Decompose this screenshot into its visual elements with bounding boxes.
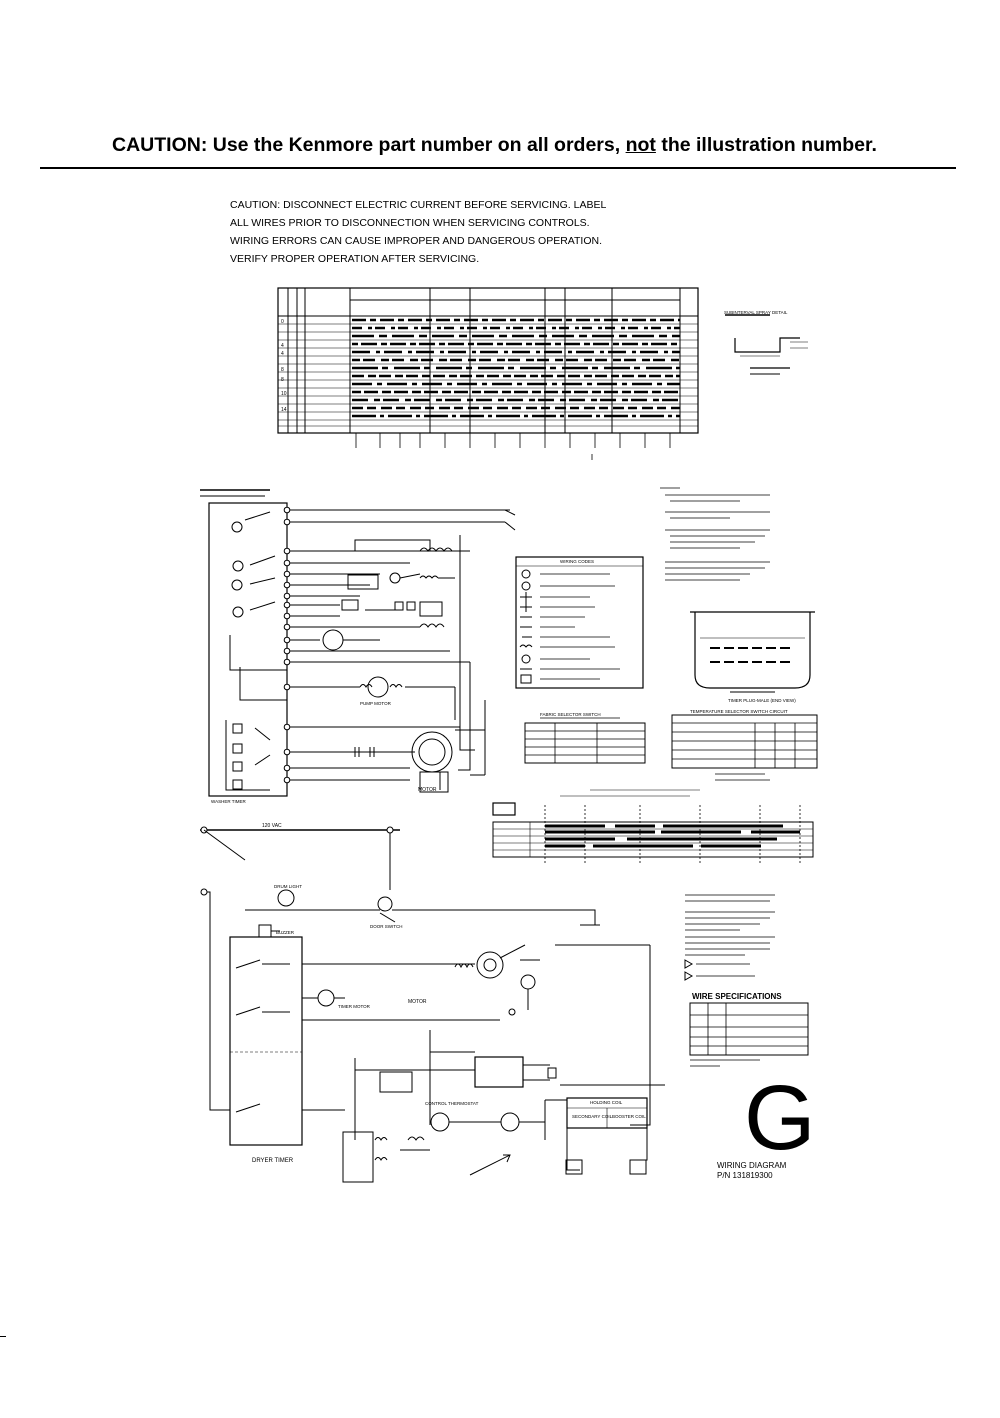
- wire-spec-title: WIRE SPECIFICATIONS: [692, 992, 782, 1001]
- subinterval-label: SUBINTERVAL SPRAY DETAIL: [724, 310, 788, 315]
- volt-label: 120 VAC: [262, 823, 282, 829]
- svg-text:14: 14: [281, 407, 287, 413]
- timer-motor-label: TIMER MOTOR: [338, 1004, 371, 1009]
- holding-coil-label: HOLDING COIL: [590, 1100, 623, 1105]
- fabric-selector-title: FABRIC SELECTOR SWITCH: [540, 712, 601, 717]
- svg-text:0: 0: [281, 319, 284, 325]
- wiring-diagram-part-number: P/N 131819300: [717, 1171, 773, 1180]
- dryer-motor-label: MOTOR: [408, 999, 427, 1005]
- service-caution-line-2: ALL WIRES PRIOR TO DISCONNECTION WHEN SE…: [230, 217, 590, 229]
- svg-text:4: 4: [281, 351, 284, 357]
- temperature-selector-table: [671, 714, 818, 781]
- wiring-diagram-title: WIRING DIAGRAM P/N 131819300: [717, 1161, 786, 1181]
- wire-specifications-table: [689, 1002, 809, 1067]
- wiring-codes-legend: [515, 556, 644, 689]
- wiring-codes-title: WIRING CODES: [560, 559, 594, 564]
- door-switch-label: DOOR SWITCH: [370, 924, 403, 929]
- header-rule: [40, 167, 956, 169]
- pump-motor-label: PUMP MOTOR: [360, 701, 392, 706]
- wiring-diagram-title-line-1: WIRING DIAGRAM: [717, 1161, 787, 1170]
- svg-text:8: 8: [281, 367, 284, 373]
- svg-text:8: 8: [281, 377, 284, 383]
- control-thermostat-label: CONTROL THERMOSTAT: [425, 1101, 479, 1106]
- booster-coil-label: BOOSTER COIL: [612, 1114, 646, 1119]
- caution-not: not: [625, 134, 656, 156]
- caution-suffix: the illustration number.: [655, 134, 877, 156]
- timer-sequence-chart: 0 4 4 8 8 10 14: [277, 287, 699, 460]
- caution-prefix: CAUTION: Use the Kenmore part number on …: [112, 134, 626, 156]
- washer-timer-label: WASHER TIMER: [211, 799, 247, 804]
- dryer-schematic: [200, 826, 665, 1183]
- dryer-notes: [684, 894, 775, 981]
- dryer-timer-label: DRYER TIMER: [252, 1158, 294, 1164]
- temperature-selector-title: TEMPERATURE SELECTOR SWITCH CIRCUIT: [690, 709, 788, 714]
- notes-block: [660, 487, 770, 581]
- washer-motor-label: MOTOR: [418, 787, 437, 793]
- svg-text:4: 4: [281, 343, 284, 349]
- fabric-selector-table: [524, 717, 646, 764]
- svg-text:10: 10: [281, 391, 287, 397]
- subinterval-spray-detail: [725, 314, 808, 375]
- service-caution-line-4: VERIFY PROPER OPERATION AFTER SERVICING.: [230, 253, 480, 265]
- washer-schematic: [200, 489, 516, 797]
- service-caution: CAUTION: DISCONNECT ELECTRIC CURRENT BEF…: [230, 196, 606, 268]
- dryer-timer-chart: [492, 789, 814, 865]
- buzzer-label: BUZZER: [276, 930, 295, 935]
- service-caution-line-3: WIRING ERRORS CAN CAUSE IMPROPER AND DAN…: [230, 235, 603, 247]
- caution-header: CAUTION: Use the Kenmore part number on …: [112, 134, 877, 157]
- drum-light-label: DRUM LIGHT: [274, 884, 302, 889]
- service-caution-line-1: CAUTION: DISCONNECT ELECTRIC CURRENT BEF…: [230, 199, 607, 211]
- diagram-letter: G: [744, 1067, 816, 1169]
- timer-plug-label: TIMER PLUG-MALE (END VIEW): [728, 698, 796, 703]
- secondary-coil-label: SECONDARY COIL: [572, 1114, 613, 1119]
- timer-plug-end-view: [690, 611, 815, 693]
- margin-mark: [0, 1336, 6, 1337]
